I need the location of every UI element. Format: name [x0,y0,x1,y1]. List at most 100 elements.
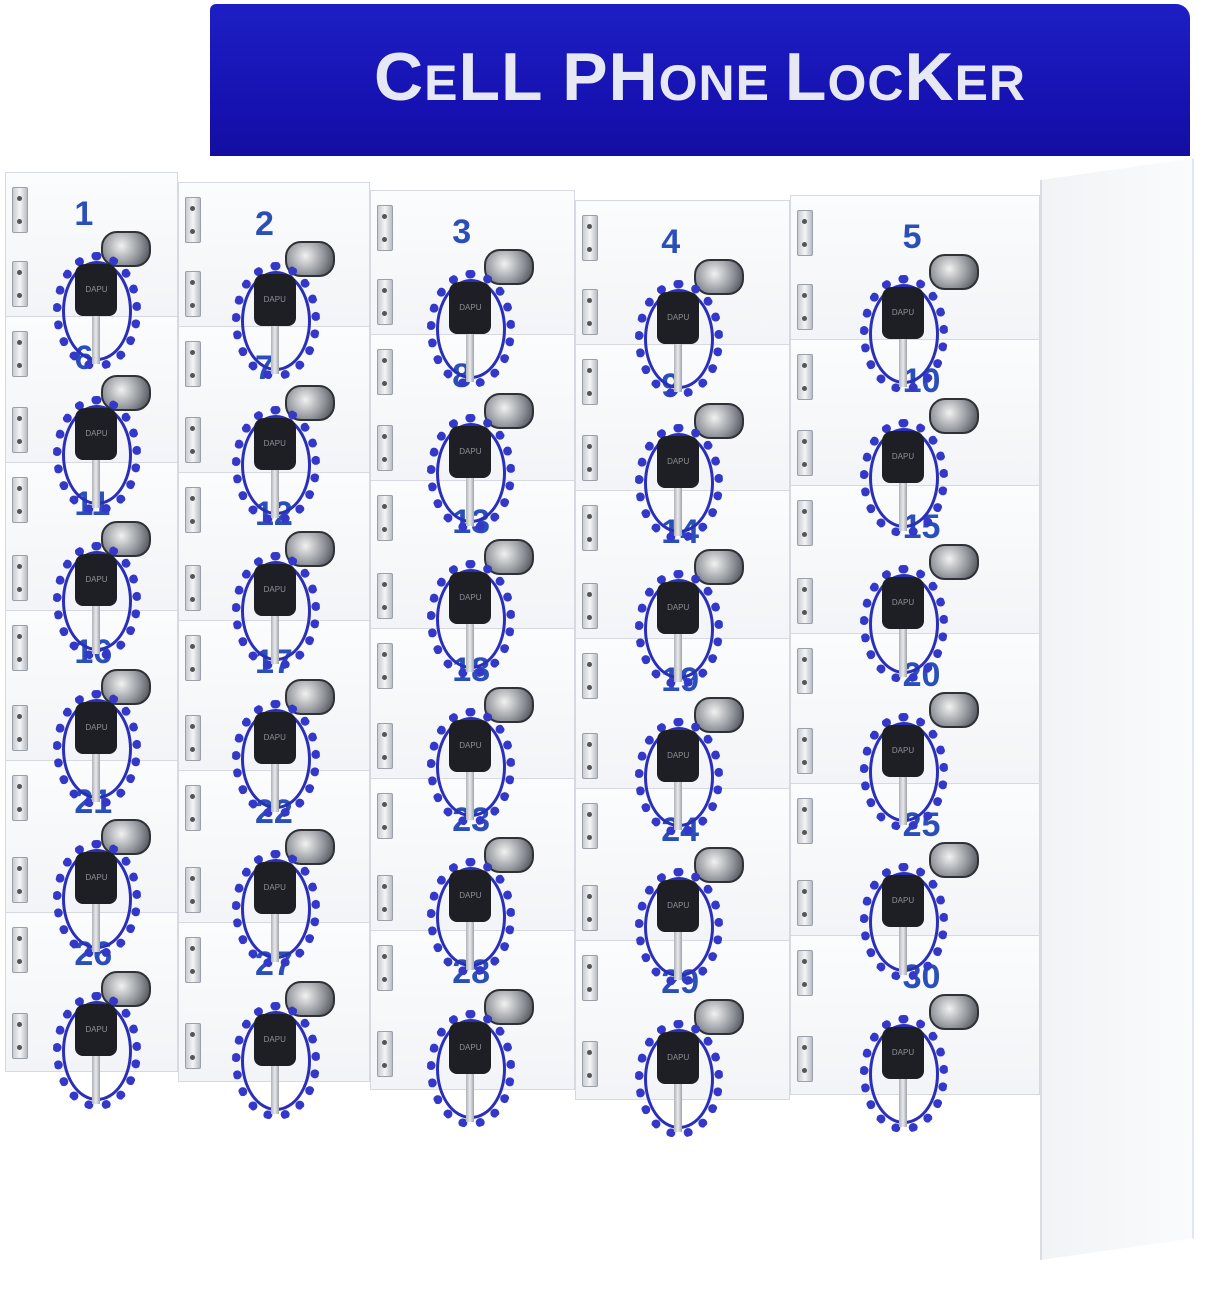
hinge-icon [582,733,598,779]
key-blade [466,772,475,820]
locker-door[interactable]: 24 [575,788,790,944]
key-icon[interactable]: DAPU [253,1014,296,1066]
hinge-icon [185,867,201,913]
key-blade [899,483,907,531]
key-icon[interactable]: DAPU [449,282,492,334]
coil-wristband-icon [231,850,320,968]
key-icon[interactable]: DAPU [253,712,296,764]
key-blade [466,624,475,672]
hinge-icon [185,635,201,681]
key-icon[interactable]: DAPU [657,436,700,488]
key-icon[interactable]: DAPU [657,292,700,344]
hinge-icon [12,927,28,973]
key-icon[interactable]: DAPU [882,875,924,927]
coil-wristband-icon [860,713,948,831]
key-icon[interactable]: DAPU [449,720,492,772]
coil-wristband-icon [231,262,320,380]
cam-lock-icon[interactable] [928,254,979,290]
key-blade [92,606,101,654]
cam-lock-icon[interactable] [101,231,152,267]
coil-wristband-icon [860,275,948,393]
key-icon[interactable]: DAPU [253,418,296,470]
coil-wristband-icon [860,1015,948,1133]
cam-lock-icon[interactable] [928,544,979,580]
coil-wristband-icon [427,560,516,678]
hinge-icon [377,279,393,325]
cam-lock-icon[interactable] [928,842,979,878]
key-icon[interactable]: DAPU [882,577,924,629]
coil-wristband-icon [53,396,142,514]
hinge-icon [797,728,813,774]
hinge-icon [582,1041,598,1087]
hinge-icon [12,775,28,821]
hinge-icon [185,715,201,761]
hinge-icon [797,578,813,624]
key-icon[interactable]: DAPU [449,426,492,478]
hinge-icon [185,565,201,611]
key-blade [899,1079,907,1127]
key-icon[interactable]: DAPU [657,880,700,932]
hinge-icon [797,210,813,256]
hinge-icon [12,857,28,903]
key-icon[interactable]: DAPU [882,431,924,483]
key-icon[interactable]: DAPU [75,702,118,754]
key-icon[interactable]: DAPU [657,582,700,634]
hinge-icon [582,955,598,1001]
key-icon[interactable]: DAPU [253,862,296,914]
coil-wristband-icon [635,718,724,836]
coil-wristband-icon [635,570,724,688]
hinge-icon [12,477,28,523]
key-icon[interactable]: DAPU [657,1032,700,1084]
hinge-icon [185,197,201,243]
key-icon[interactable]: DAPU [882,1027,924,1079]
hinge-icon [582,359,598,405]
key-blade [899,629,907,677]
hinge-icon [185,1023,201,1069]
key-icon[interactable]: DAPU [657,730,700,782]
hinge-icon [797,284,813,330]
cam-lock-icon[interactable] [928,994,979,1030]
hinge-icon [185,785,201,831]
key-icon[interactable]: DAPU [75,408,118,460]
key-icon[interactable]: DAPU [882,287,924,339]
hinge-icon [582,435,598,481]
hinge-icon [377,793,393,839]
key-icon[interactable]: DAPU [75,1004,118,1056]
key-icon[interactable]: DAPU [449,572,492,624]
sign-title-part: L [784,39,828,115]
cam-lock-icon[interactable] [284,981,335,1017]
coil-wristband-icon [231,700,320,818]
coil-wristband-icon [860,419,948,537]
hinge-icon [582,505,598,551]
coil-wristband-icon [231,406,320,524]
locker-sign: CELL PHONE LOCKER [210,4,1190,156]
locker-number: 5 [902,218,922,256]
key-icon[interactable]: DAPU [253,274,296,326]
cam-lock-icon[interactable] [284,241,335,277]
cam-lock-icon[interactable] [928,398,979,434]
hinge-icon [12,261,28,307]
key-icon[interactable]: DAPU [882,725,924,777]
key-blade [466,334,475,382]
key-icon[interactable]: DAPU [449,870,492,922]
key-icon[interactable]: DAPU [253,564,296,616]
key-blade [270,616,279,664]
coil-wristband-icon [53,252,142,370]
key-icon[interactable]: DAPU [75,264,118,316]
coil-wristband-icon [635,1020,724,1138]
key-icon[interactable]: DAPU [75,554,118,606]
cam-lock-icon[interactable] [928,692,979,728]
hinge-icon [377,875,393,921]
key-icon[interactable]: DAPU [75,852,118,904]
key-blade [270,914,279,962]
hinge-icon [377,425,393,471]
hinge-icon [377,495,393,541]
key-icon[interactable]: DAPU [449,1022,492,1074]
hinge-icon [185,417,201,463]
hinge-icon [582,289,598,335]
hinge-icon [12,331,28,377]
hinge-icon [797,430,813,476]
key-blade [270,326,279,374]
locker-number: 4 [661,223,681,261]
cam-lock-icon[interactable] [694,999,745,1035]
